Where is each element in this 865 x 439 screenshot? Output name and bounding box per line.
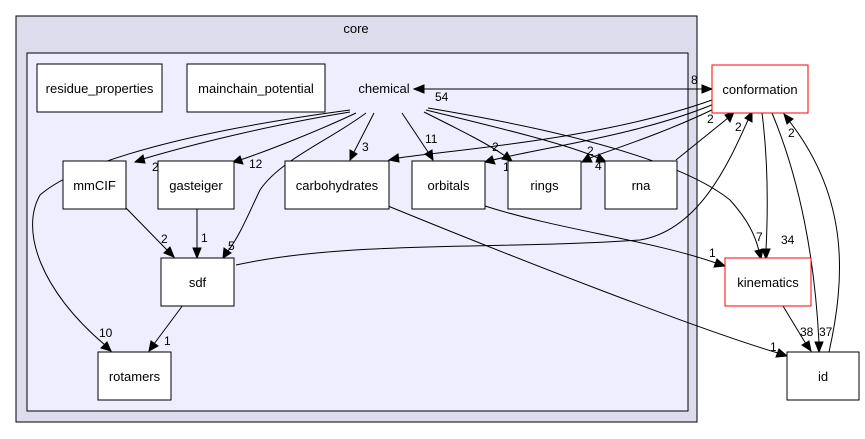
- node-chemical[interactable]: chemical: [358, 81, 409, 96]
- node-label: rings: [530, 178, 559, 193]
- node-label: residue_properties: [46, 81, 154, 96]
- edge-label: 38: [800, 325, 814, 339]
- node-orbitals[interactable]: orbitals: [411, 160, 486, 210]
- node-label: gasteiger: [169, 178, 223, 193]
- edge-label: 2: [152, 160, 159, 174]
- edge-label: 34: [781, 233, 795, 247]
- edge-label: 2: [161, 232, 168, 246]
- node-sdf[interactable]: sdf: [160, 257, 235, 307]
- edge-label: 11: [425, 132, 438, 146]
- edge-label: 8: [691, 73, 698, 87]
- edge-conformation-orbitals: [492, 103, 715, 161]
- node-mmcif[interactable]: mmCIF: [62, 160, 127, 210]
- edge-label: 1: [709, 246, 716, 260]
- edge-chemical-sdf: [227, 112, 367, 252]
- edge-label: 2: [735, 120, 742, 134]
- edge-conformation-id: [771, 112, 820, 344]
- node-kinematics[interactable]: kinematics: [724, 257, 812, 307]
- edge-chemical-rotamers: [32, 109, 351, 346]
- cluster-core-inner: [26, 52, 689, 412]
- node-label: id: [818, 369, 828, 384]
- edge-orbitals-kinematics: [484, 205, 717, 264]
- edge-chemical-kinematics: [427, 107, 760, 252]
- edge-carbohydrates-id: [387, 205, 779, 354]
- edge-label: 12: [249, 157, 263, 171]
- edge-label: 37: [819, 325, 833, 339]
- edge-label: 1: [201, 231, 208, 245]
- edge-conformation-kinematics: [761, 112, 768, 251]
- edge-chemical-orbitals: [401, 112, 429, 153]
- node-residue-properties[interactable]: residue_properties: [36, 63, 163, 113]
- edge-chemical-rings: [423, 111, 506, 157]
- node-label: orbitals: [428, 178, 470, 193]
- node-label: mmCIF: [73, 178, 116, 193]
- edge-chemical-mmcif: [142, 111, 351, 160]
- edge-label: 4: [595, 159, 602, 173]
- edge-label: 3: [362, 140, 369, 154]
- edge-label: 5: [228, 239, 235, 253]
- node-label: conformation: [722, 82, 797, 97]
- arrowhead: [701, 84, 714, 94]
- edge-conformation-carbohydrates: [397, 99, 713, 159]
- edge-chemical-carbohydrates: [353, 112, 375, 153]
- edge-label: 7: [756, 230, 763, 244]
- edge-label: 54: [435, 90, 449, 104]
- edge-mmcif-sdf: [125, 207, 169, 252]
- node-gasteiger[interactable]: gasteiger: [157, 160, 235, 210]
- edge-kinematics-id: [782, 305, 807, 345]
- edge-sdf-rotamers: [153, 304, 184, 345]
- arrowhead: [412, 84, 425, 94]
- node-conformation[interactable]: conformation: [711, 64, 809, 114]
- edge-label: 1: [503, 160, 510, 174]
- edge-id-conformation: [789, 121, 841, 353]
- node-carbohydrates[interactable]: carbohydrates: [284, 160, 390, 210]
- edge-label: 2: [707, 112, 714, 126]
- cluster-core-label: core: [343, 21, 368, 36]
- edge-sdf-conformation: [235, 119, 749, 266]
- edge-chemical-rna: [425, 109, 599, 159]
- node-id[interactable]: id: [786, 351, 860, 401]
- edge-label: 2: [492, 140, 499, 154]
- node-mainchain-potential[interactable]: mainchain_potential: [186, 63, 326, 113]
- node-label: mainchain_potential: [198, 81, 314, 96]
- edge-rna-conformation: [675, 117, 729, 161]
- node-label: rotamers: [109, 369, 161, 384]
- edge-label: 2: [587, 144, 594, 158]
- edge-chemical-gasteiger: [239, 112, 357, 161]
- node-rings[interactable]: rings: [507, 160, 582, 210]
- node-label: carbohydrates: [296, 178, 379, 193]
- edge-conformation-rings: [589, 107, 717, 159]
- node-label: sdf: [189, 275, 207, 290]
- node-label: rna: [632, 178, 652, 193]
- edge-label: 2: [788, 126, 795, 140]
- edge-label: 1: [164, 334, 171, 348]
- node-label: kinematics: [737, 275, 799, 290]
- node-rna[interactable]: rna: [604, 160, 678, 210]
- node-label: chemical: [358, 81, 409, 96]
- edge-label: 1: [770, 340, 777, 354]
- node-rotamers[interactable]: rotamers: [97, 351, 172, 401]
- edge-label: 10: [99, 326, 113, 340]
